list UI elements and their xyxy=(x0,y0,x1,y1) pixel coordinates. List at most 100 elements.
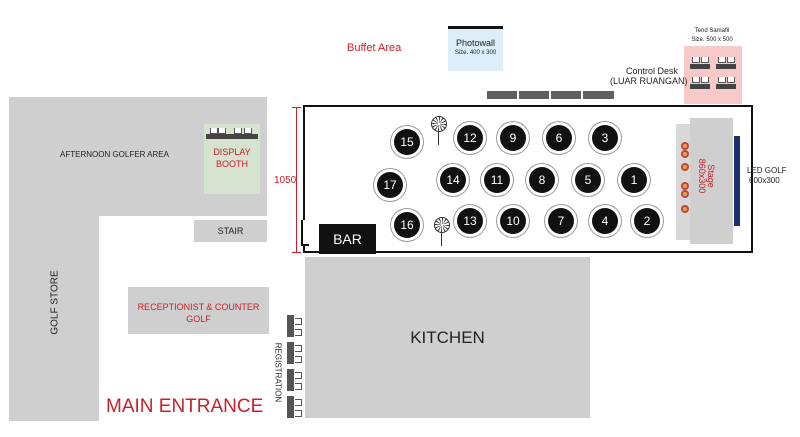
table-14: 14 xyxy=(440,167,466,193)
table-6: 6 xyxy=(546,125,572,151)
table-15: 15 xyxy=(394,129,420,155)
tend-size: Size. 500 x 500 xyxy=(691,37,733,43)
flower-icon xyxy=(681,163,689,171)
display-booth: DISPLAY BOOTH xyxy=(204,124,260,194)
table-number: 2 xyxy=(643,214,651,228)
afternoon-golfer-area-label: AFTERNOON GOLFER AREA xyxy=(60,150,169,159)
table-8: 8 xyxy=(529,167,555,193)
display-booth-sublabel: BOOTH xyxy=(215,159,248,169)
main-entrance-label: MAIN ENTRANCE xyxy=(106,396,264,417)
chair-icon xyxy=(692,57,700,63)
kitchen-label: KITCHEN xyxy=(410,327,485,347)
registration-desk xyxy=(287,369,294,391)
flower-icon xyxy=(681,190,689,198)
table-7: 7 xyxy=(548,208,574,234)
table-number: 10 xyxy=(506,214,520,228)
stage xyxy=(690,118,733,244)
chair-icon xyxy=(234,128,242,134)
table-number: 14 xyxy=(446,173,460,187)
table-12: 12 xyxy=(457,125,483,151)
stage-size: 860x300 xyxy=(697,158,707,194)
table-number: 12 xyxy=(463,131,477,145)
buffet-area-label: Buffet Area xyxy=(347,42,402,54)
table-number: 8 xyxy=(538,173,546,187)
booth-desk xyxy=(206,134,258,139)
kitchen: KITCHEN xyxy=(305,257,590,418)
chair-icon xyxy=(295,410,302,417)
fan-icon xyxy=(431,116,447,132)
table-number: 6 xyxy=(555,131,563,145)
display-booth-label: DISPLAY xyxy=(213,147,251,157)
table-5: 5 xyxy=(575,167,601,193)
buffet-counter xyxy=(583,91,614,99)
hall-dimension-tick xyxy=(292,252,301,253)
photowall-size: Size. 400 x 300 xyxy=(454,50,497,56)
table-17: 17 xyxy=(377,172,403,198)
chair-icon xyxy=(295,372,302,379)
golf-store-label: GOLF STORE xyxy=(49,270,61,335)
chair-icon xyxy=(295,399,302,406)
chair-icon xyxy=(210,128,218,134)
stage-label: Stage xyxy=(706,164,716,188)
hall-width-label: 1050 xyxy=(274,175,297,186)
tend-samafil xyxy=(684,46,742,104)
chair-icon xyxy=(218,128,226,134)
flower-icon xyxy=(681,205,689,213)
led-screen xyxy=(734,136,740,226)
table-16: 16 xyxy=(394,212,420,238)
tend-desk xyxy=(716,64,736,69)
tend-desk xyxy=(690,84,710,89)
led-size: 600x300 xyxy=(749,176,780,185)
chair-icon xyxy=(295,383,302,390)
table-10: 10 xyxy=(500,208,526,234)
led-label: LED GOLF xyxy=(747,166,787,175)
bar-label: BAR xyxy=(333,231,362,247)
receptionist-sublabel: GOLF xyxy=(186,314,211,324)
receptionist-counter: RECEPTIONIST & COUNTER GOLF xyxy=(128,287,269,334)
table-number: 17 xyxy=(383,178,397,192)
chair-icon xyxy=(244,128,252,134)
hall-dimension-line xyxy=(296,107,297,253)
table-3: 3 xyxy=(592,125,618,151)
hall-dimension-tick xyxy=(292,107,301,108)
tend-desk xyxy=(716,84,736,89)
chair-icon xyxy=(701,57,709,63)
tend-title: Tend Samafil xyxy=(694,28,730,34)
stair-label: STAIR xyxy=(217,226,244,236)
table-9: 9 xyxy=(500,125,526,151)
control-desk-label: Control Desk xyxy=(626,66,679,76)
table-2: 2 xyxy=(634,208,660,234)
bar: BAR xyxy=(319,224,376,254)
chair-icon xyxy=(295,345,302,352)
buffet-counter xyxy=(551,91,581,99)
chair-icon xyxy=(692,77,700,83)
chair-icon xyxy=(727,77,735,83)
fan-stand xyxy=(438,131,439,145)
photowall: Photowall Size. 400 x 300 xyxy=(448,26,503,71)
control-desk-sublabel: (LUAR RUANGAN) xyxy=(610,76,688,86)
table-13: 13 xyxy=(457,208,483,234)
door-mark xyxy=(301,220,309,246)
chair-icon xyxy=(295,329,302,336)
chair-icon xyxy=(295,318,302,325)
registration-label: REGISTRATION xyxy=(273,342,283,403)
registration-desk xyxy=(287,315,294,337)
golf-store xyxy=(9,216,99,421)
chair-icon xyxy=(718,57,726,63)
table-number: 4 xyxy=(601,214,609,228)
chair-icon xyxy=(718,77,726,83)
table-number: 3 xyxy=(601,131,609,145)
chair-icon xyxy=(295,356,302,363)
table-number: 7 xyxy=(557,214,565,228)
flower-icon xyxy=(681,150,689,158)
table-number: 11 xyxy=(490,173,504,187)
table-number: 9 xyxy=(509,131,517,145)
table-number: 13 xyxy=(463,214,477,228)
flower-icon xyxy=(681,182,689,190)
table-number: 1 xyxy=(630,173,638,187)
table-4: 4 xyxy=(592,208,618,234)
buffet-counter xyxy=(487,91,517,99)
table-number: 15 xyxy=(400,135,414,149)
receptionist-label: RECEPTIONIST & COUNTER xyxy=(137,302,260,312)
table-1: 1 xyxy=(621,167,647,193)
